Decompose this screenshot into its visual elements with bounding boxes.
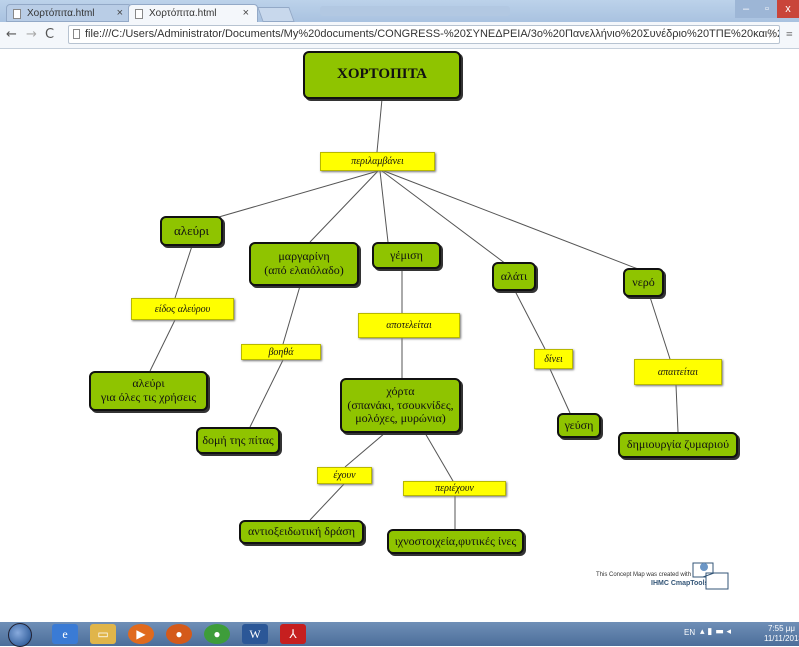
node-greens[interactable]: χόρτα (σπανάκι, τσουκνίδες, μολόχες, μυρ… <box>340 378 461 433</box>
link-contain[interactable]: περιέχουν <box>403 481 506 496</box>
title-bar: Χορτόπιτα.html × Χορτόπιτα.html × – ▫ x <box>0 0 799 22</box>
node-taste[interactable]: γεύση <box>557 413 601 438</box>
firefox-icon[interactable]: ● <box>166 624 192 644</box>
node-pie-structure[interactable]: δομή της πίτας <box>196 427 280 454</box>
connector <box>675 384 679 433</box>
page-icon <box>13 9 21 19</box>
connector-lines <box>149 98 679 529</box>
connector <box>549 368 571 414</box>
root-node[interactable]: ΧΟΡΤΟΠΙΤΑ <box>303 51 461 99</box>
connector <box>381 170 507 265</box>
link-required[interactable]: απαιτείται <box>634 359 722 385</box>
connector <box>376 98 383 153</box>
document-icon <box>73 29 80 39</box>
tab-2-close-icon[interactable]: × <box>242 7 249 19</box>
node-flour[interactable]: αλεύρι <box>160 216 223 246</box>
connector <box>424 432 454 482</box>
media-player-icon[interactable]: ▶ <box>128 624 154 644</box>
connector <box>344 432 386 468</box>
back-arrow-icon[interactable]: ← <box>6 27 17 42</box>
tab-1[interactable]: Χορτόπιτα.html × <box>6 4 132 22</box>
explorer-folder-icon[interactable]: ▭ <box>90 624 116 644</box>
connector <box>149 319 176 372</box>
node-water[interactable]: νερό <box>623 268 664 297</box>
link-includes[interactable]: περιλαμβάνει <box>320 152 435 171</box>
clock-date[interactable]: 11/11/2013 <box>764 634 799 643</box>
maximize-button[interactable]: ▫ <box>757 0 777 18</box>
address-bar[interactable]: file:///C:/Users/Administrator/Documents… <box>68 25 780 44</box>
node-antioxidant[interactable]: αντιοξειδωτική δράση <box>239 520 364 544</box>
connector <box>282 285 301 345</box>
word-icon[interactable]: W <box>242 624 268 644</box>
node-dough-making[interactable]: δημιουργία ζυμαριού <box>618 432 738 458</box>
connector <box>249 359 284 428</box>
menu-icon[interactable]: ≡ <box>786 27 793 41</box>
connector <box>174 245 193 299</box>
connector <box>514 290 546 350</box>
connector <box>379 170 389 243</box>
tab-1-label: Χορτόπιτα.html <box>27 8 95 19</box>
watermark-text: This Concept Map was created with <box>596 572 692 578</box>
link-consists-of[interactable]: αποτελείται <box>358 313 460 338</box>
bookmark-star-icon[interactable]: ☆ <box>766 27 777 41</box>
address-text: file:///C:/Users/Administrator/Documents… <box>85 28 779 40</box>
tray-icons[interactable]: ▴ ▮ ▬ ◂ <box>700 627 732 637</box>
forward-arrow-icon[interactable]: → <box>26 27 37 42</box>
ie-icon[interactable]: e <box>52 624 78 644</box>
concept-map: ΧΟΡΤΟΠΙΤΑ περιλαμβάνει αλεύρι μαργαρίνη … <box>0 49 799 622</box>
tab-1-close-icon[interactable]: × <box>116 7 123 19</box>
minimize-button[interactable]: – <box>735 0 757 18</box>
windows-taskbar: e ▭ ▶ ● ● W ⅄ EN ▴ ▮ ▬ ◂ 7:55 μμ 11/11/2… <box>0 622 799 647</box>
connector <box>309 170 379 243</box>
clock-time[interactable]: 7:55 μμ <box>768 624 796 633</box>
connector <box>383 170 639 270</box>
connector <box>649 296 671 360</box>
browser-toolbar: ← → C file:///C:/Users/Administrator/Doc… <box>0 22 799 49</box>
window-title-blurred <box>320 6 510 16</box>
language-indicator[interactable]: EN <box>684 628 696 637</box>
tab-2-active[interactable]: Χορτόπιτα.html × <box>128 4 258 22</box>
link-have[interactable]: έχουν <box>317 467 372 484</box>
tab-2-label: Χορτόπιτα.html <box>149 8 217 19</box>
node-all-purpose-flour[interactable]: αλεύρι για όλες τις χρήσεις <box>89 371 208 411</box>
close-window-button[interactable]: x <box>777 0 799 18</box>
node-margarine[interactable]: μαργαρίνη (από ελαιόλαδο) <box>249 242 359 286</box>
reload-icon[interactable]: C <box>45 27 55 42</box>
cmaptools-logo-icon <box>692 562 729 590</box>
connector <box>309 483 345 521</box>
node-filling[interactable]: γέμιση <box>372 242 441 269</box>
chrome-icon[interactable]: ● <box>204 624 230 644</box>
page-icon <box>135 9 143 19</box>
node-trace-elements[interactable]: ιχνοστοιχεία,φυτικές ίνες <box>387 529 524 554</box>
acrobat-icon[interactable]: ⅄ <box>280 624 306 644</box>
node-salt[interactable]: αλάτι <box>492 262 536 291</box>
watermark-brand: IHMC CmapTools <box>651 580 709 587</box>
start-button[interactable] <box>8 623 32 647</box>
new-tab-button[interactable] <box>257 7 295 22</box>
link-helps[interactable]: βοηθά <box>241 344 321 360</box>
link-flour-type[interactable]: είδος αλεύρου <box>131 298 234 320</box>
connector <box>204 170 379 222</box>
link-gives[interactable]: δίνει <box>534 349 573 369</box>
